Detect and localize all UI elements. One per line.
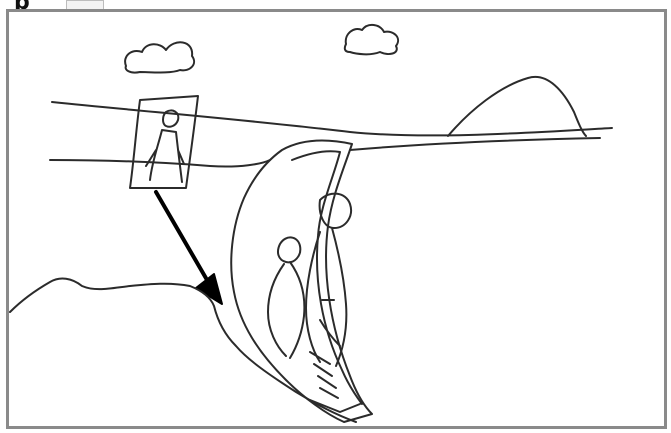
cloud-right — [345, 25, 398, 54]
arrow-shaft — [156, 192, 214, 292]
inner-figure — [268, 237, 304, 358]
cloud-left — [125, 42, 194, 72]
horizon-lower — [50, 160, 270, 167]
big-frame-outer — [231, 141, 372, 422]
horizon-right — [350, 138, 600, 150]
feet-lines — [310, 352, 338, 398]
hill — [448, 77, 586, 136]
small-figure — [146, 110, 184, 182]
